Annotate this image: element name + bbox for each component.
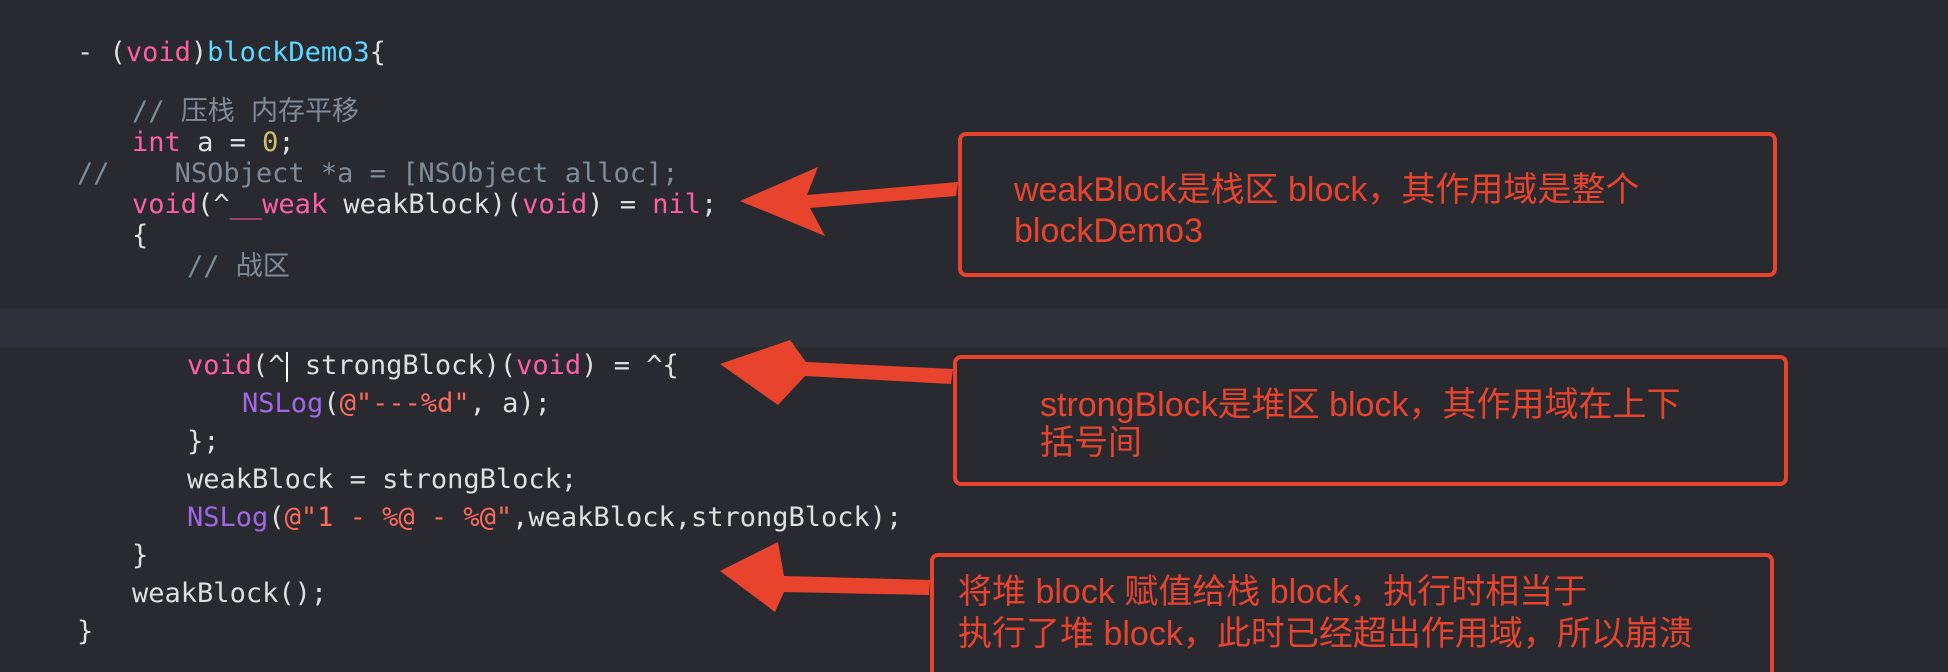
annotation-weak-block: weakBlock是栈区 block，其作用域是整个 blockDemo3 bbox=[958, 132, 1777, 277]
current-line-highlight bbox=[0, 309, 1948, 347]
nil-keyword: nil bbox=[652, 189, 702, 220]
string-literal: @"---%d" bbox=[339, 388, 470, 419]
semicolon: ; bbox=[701, 189, 718, 220]
block-name: strongBlock)( bbox=[288, 350, 517, 381]
number-literal: 0 bbox=[262, 127, 279, 158]
code-line-nslog-a[interactable]: NSLog(@"---%d", a); bbox=[177, 347, 551, 419]
block-caret: (^ bbox=[252, 350, 285, 381]
paren-open: ( bbox=[323, 388, 340, 419]
open-brace: { bbox=[132, 220, 149, 251]
arguments: ,weakBlock,strongBlock); bbox=[512, 502, 903, 533]
comment-text: // 压栈 内存平移 bbox=[132, 96, 360, 127]
block-literal-open: ) = ^{ bbox=[581, 350, 679, 381]
code-line-strong-block[interactable]: void(^ strongBlock)(void) = ^{ bbox=[122, 309, 679, 382]
arrow-strong-block bbox=[720, 340, 953, 405]
code-line-method-signature[interactable]: - (void)blockDemo3{ bbox=[12, 0, 386, 68]
block-name: weakBlock)( bbox=[327, 189, 523, 220]
code-line-open-brace[interactable]: { bbox=[67, 179, 148, 251]
code-line-assignment[interactable]: weakBlock = strongBlock; bbox=[122, 423, 577, 495]
paren-close: ) bbox=[190, 37, 208, 68]
method-prefix: - ( bbox=[77, 37, 126, 68]
void-keyword: void bbox=[522, 189, 588, 220]
void-keyword: void bbox=[187, 350, 253, 381]
string-literal: @"1 - %@ - %@" bbox=[284, 502, 513, 533]
code-line-comment-zone[interactable]: // 战区 bbox=[122, 210, 290, 282]
block-caret: (^ bbox=[197, 189, 230, 220]
int-keyword: int bbox=[132, 127, 181, 158]
arguments: , a); bbox=[469, 388, 551, 419]
assignment: ) = bbox=[587, 189, 653, 220]
open-brace: { bbox=[369, 37, 386, 68]
comment-text: // 战区 bbox=[187, 251, 290, 282]
arrow-weak-block bbox=[740, 167, 958, 236]
annotation-strong-block: strongBlock是堆区 block，其作用域在上下 括号间 bbox=[953, 355, 1788, 486]
code-line-scope-close[interactable]: } bbox=[67, 499, 148, 571]
code-line-block-close[interactable]: }; bbox=[122, 385, 220, 457]
code-line-int-declaration[interactable]: int a = 0; bbox=[67, 86, 295, 158]
comment-text: // NSObject *a = [NSObject alloc]; bbox=[77, 158, 679, 189]
code-line-weak-block-declaration[interactable]: void(^__weak weakBlock)(void) = nil; bbox=[67, 148, 717, 220]
annotation-line-2: 括号间 bbox=[1040, 424, 1142, 462]
void-keyword: void bbox=[132, 189, 198, 220]
void-keyword: void bbox=[516, 350, 582, 381]
annotation-line-1: weakBlock是栈区 block，其作用域是整个 bbox=[1014, 171, 1640, 209]
semicolon: ; bbox=[278, 127, 295, 158]
close-brace: } bbox=[77, 616, 94, 647]
code-line-weak-block-call[interactable]: weakBlock(); bbox=[67, 537, 327, 609]
nslog-function: NSLog bbox=[187, 502, 269, 533]
block-close: }; bbox=[187, 426, 220, 457]
return-type-keyword: void bbox=[125, 37, 191, 68]
call-text: weakBlock(); bbox=[132, 578, 328, 609]
assignment-text: weakBlock = strongBlock; bbox=[187, 464, 578, 495]
close-brace: } bbox=[132, 540, 149, 571]
annotation-line-2: 执行了堆 block，此时已经超出作用域，所以崩溃 bbox=[958, 615, 1693, 653]
weak-keyword: __weak bbox=[229, 189, 328, 220]
code-line-nslog-blocks[interactable]: NSLog(@"1 - %@ - %@",weakBlock,strongBlo… bbox=[122, 461, 902, 533]
text-cursor bbox=[285, 351, 288, 382]
arrow-weak-block-call bbox=[720, 542, 930, 612]
nslog-function: NSLog bbox=[242, 388, 324, 419]
annotation-line-1: 将堆 block 赋值给栈 block，执行时相当于 bbox=[958, 573, 1588, 611]
method-name: blockDemo3 bbox=[207, 37, 370, 68]
declaration-text: a = bbox=[180, 127, 263, 158]
code-line-commented-nsobject[interactable]: // NSObject *a = [NSObject alloc]; bbox=[12, 117, 678, 189]
annotation-weak-block-call: 将堆 block 赋值给栈 block，执行时相当于 执行了堆 block，此时… bbox=[930, 553, 1774, 672]
code-line-comment-stack[interactable]: // 压栈 内存平移 bbox=[67, 55, 359, 127]
paren-open: ( bbox=[268, 502, 285, 533]
annotation-line-1: strongBlock是堆区 block，其作用域在上下 bbox=[1040, 386, 1681, 424]
annotation-line-2: blockDemo3 bbox=[1014, 212, 1203, 250]
code-line-method-close[interactable]: } bbox=[12, 575, 93, 647]
